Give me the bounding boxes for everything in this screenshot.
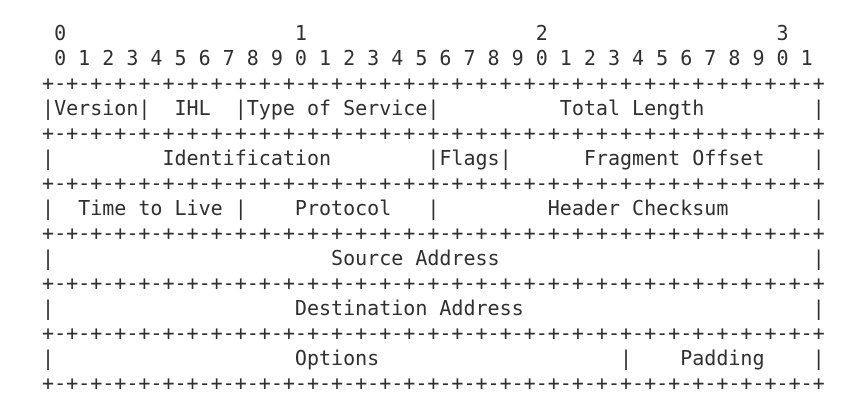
row-ttl-protocol-checksum: | Time to Live | Protocol | Header Check… bbox=[30, 196, 825, 220]
row-border: +-+-+-+-+-+-+-+-+-+-+-+-+-+-+-+-+-+-+-+-… bbox=[30, 271, 825, 295]
bit-units-ruler: 0 1 2 3 4 5 6 7 8 9 0 1 2 3 4 5 6 7 8 9 … bbox=[30, 46, 813, 70]
row-border: +-+-+-+-+-+-+-+-+-+-+-+-+-+-+-+-+-+-+-+-… bbox=[30, 121, 825, 145]
row-options-padding: | Options | Padding | bbox=[30, 346, 825, 370]
row-identification-flags-offset: | Identification |Flags| Fragment Offset… bbox=[30, 146, 825, 170]
row-source-address: | Source Address | bbox=[30, 246, 825, 270]
ip-header-ascii-diagram: 0 1 2 3 0 1 2 3 4 5 6 7 8 9 0 1 2 3 4 5 … bbox=[30, 21, 825, 396]
row-border: +-+-+-+-+-+-+-+-+-+-+-+-+-+-+-+-+-+-+-+-… bbox=[30, 371, 825, 395]
row-version-ihl-tos-length: |Version| IHL |Type of Service| Total Le… bbox=[30, 96, 825, 120]
row-border: +-+-+-+-+-+-+-+-+-+-+-+-+-+-+-+-+-+-+-+-… bbox=[30, 221, 825, 245]
row-destination-address: | Destination Address | bbox=[30, 296, 825, 320]
row-border: +-+-+-+-+-+-+-+-+-+-+-+-+-+-+-+-+-+-+-+-… bbox=[30, 71, 825, 95]
row-border: +-+-+-+-+-+-+-+-+-+-+-+-+-+-+-+-+-+-+-+-… bbox=[30, 171, 825, 195]
row-border: +-+-+-+-+-+-+-+-+-+-+-+-+-+-+-+-+-+-+-+-… bbox=[30, 321, 825, 345]
bit-tens-ruler: 0 1 2 3 bbox=[30, 21, 789, 45]
